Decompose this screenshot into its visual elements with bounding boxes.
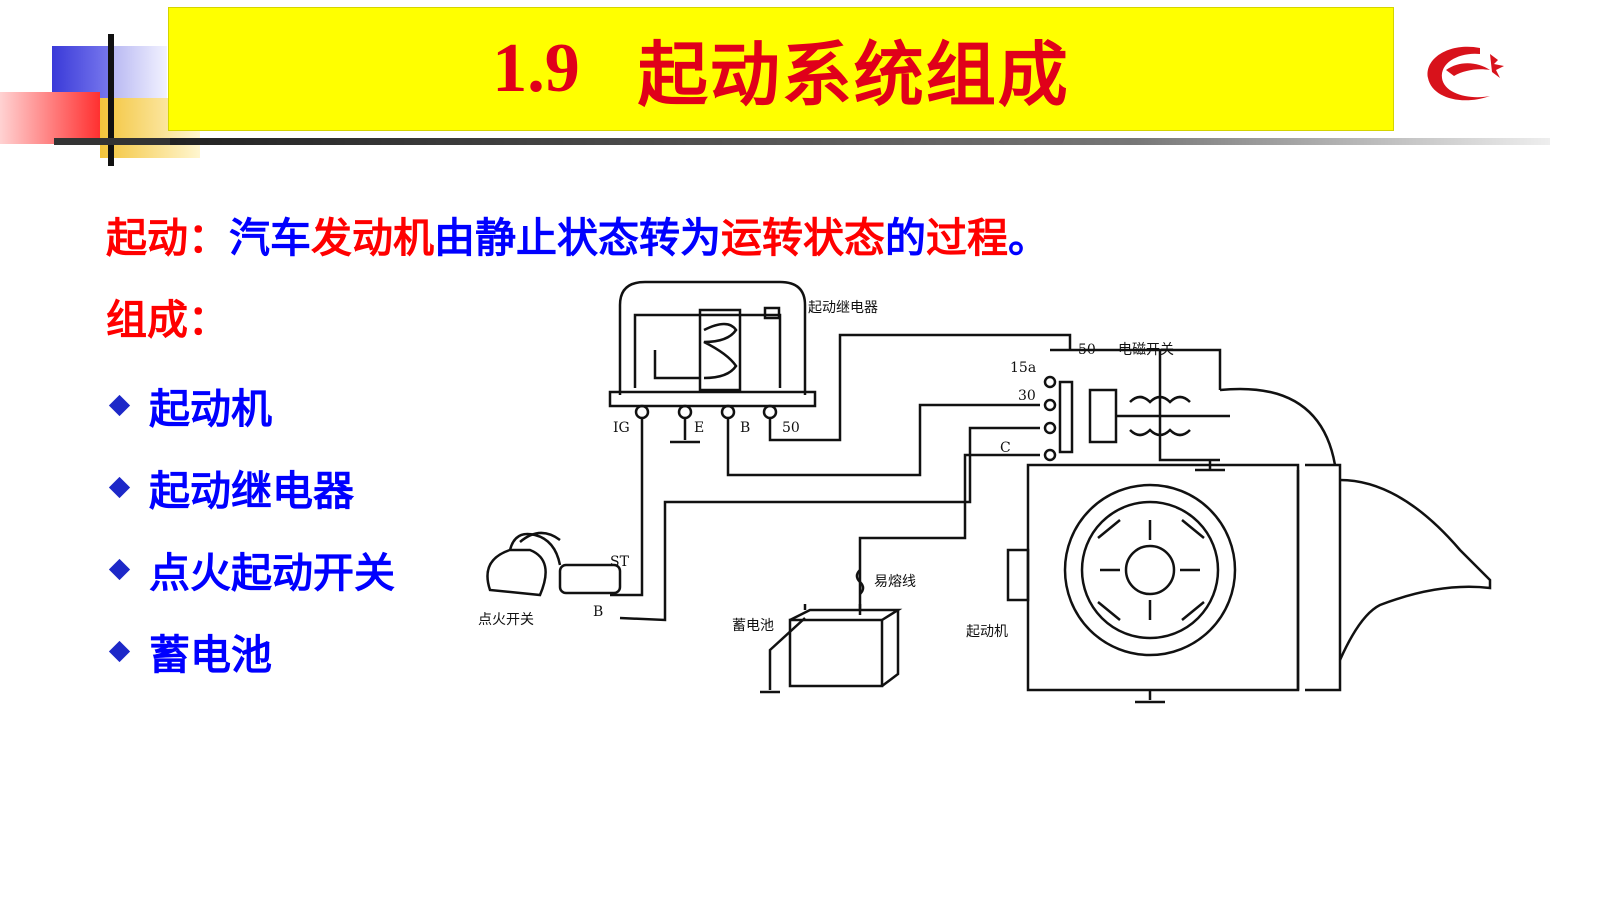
relay-label: 起动继电器 [808, 300, 878, 316]
list-item-label: 起动机 [149, 385, 272, 433]
component-list: 起动机 起动继电器 点火起动开关 蓄电池 [106, 364, 395, 692]
list-item: 起动机 [106, 364, 395, 446]
terminal-label: ST [610, 554, 630, 570]
definition-highlight: 发动机 [311, 214, 434, 262]
starting-system-wiring-diagram: 起动继电器 IG E B 50 50 电磁开关 15a 30 C ST B 点火… [478, 280, 1492, 704]
diamond-bullet-icon [108, 476, 131, 498]
relay-housing [618, 280, 807, 395]
page-title: 起动系统组成 [637, 33, 1070, 116]
terminal-label: IG [613, 420, 630, 436]
logo-icon [1427, 46, 1504, 101]
fuse-label: 易熔线 [874, 574, 916, 590]
terminal-label: 15a [1010, 360, 1036, 376]
list-item-label: 起动继电器 [149, 467, 354, 515]
list-item: 点火起动开关 [106, 528, 395, 610]
diamond-bullet-icon [108, 558, 131, 580]
terminal-label: E [694, 420, 704, 436]
diamond-bullet-icon [108, 394, 131, 416]
definition-term: 起动： [106, 214, 229, 262]
terminal-label: 50 [1078, 342, 1096, 358]
definition-highlight: 过程 [926, 214, 1008, 262]
definition-text: 由静止状态转为 [434, 214, 721, 262]
terminal-label: C [1000, 440, 1011, 456]
composition-heading: 组成： [106, 296, 229, 344]
list-item: 蓄电池 [106, 610, 395, 692]
battery-label: 蓄电池 [732, 618, 774, 634]
list-item-label: 蓄电池 [149, 631, 272, 679]
ignition-switch-label: 点火开关 [478, 612, 534, 628]
terminal-label: B [740, 420, 750, 436]
diamond-bullet-icon [108, 640, 131, 662]
definition-text: 汽车 [229, 214, 311, 262]
list-item: 起动继电器 [106, 446, 395, 528]
list-item-label: 点火起动开关 [149, 549, 395, 597]
definition-text: 。 [1008, 214, 1049, 262]
title-underline [170, 138, 1550, 145]
definition-highlight: 运转状态 [721, 214, 885, 262]
terminal-label: 30 [1018, 388, 1036, 404]
terminal-label: B [593, 604, 603, 620]
solenoid-label: 电磁开关 [1118, 342, 1174, 358]
definition-text: 的 [885, 214, 926, 262]
title-bar: 1.9 起动系统组成 [168, 7, 1394, 131]
terminal-label: 50 [782, 420, 800, 436]
section-number: 1.9 [492, 30, 580, 107]
starter-label: 起动机 [966, 624, 1008, 640]
definition-line: 起动：汽车发动机由静止状态转为运转状态的过程。 [106, 204, 1049, 264]
